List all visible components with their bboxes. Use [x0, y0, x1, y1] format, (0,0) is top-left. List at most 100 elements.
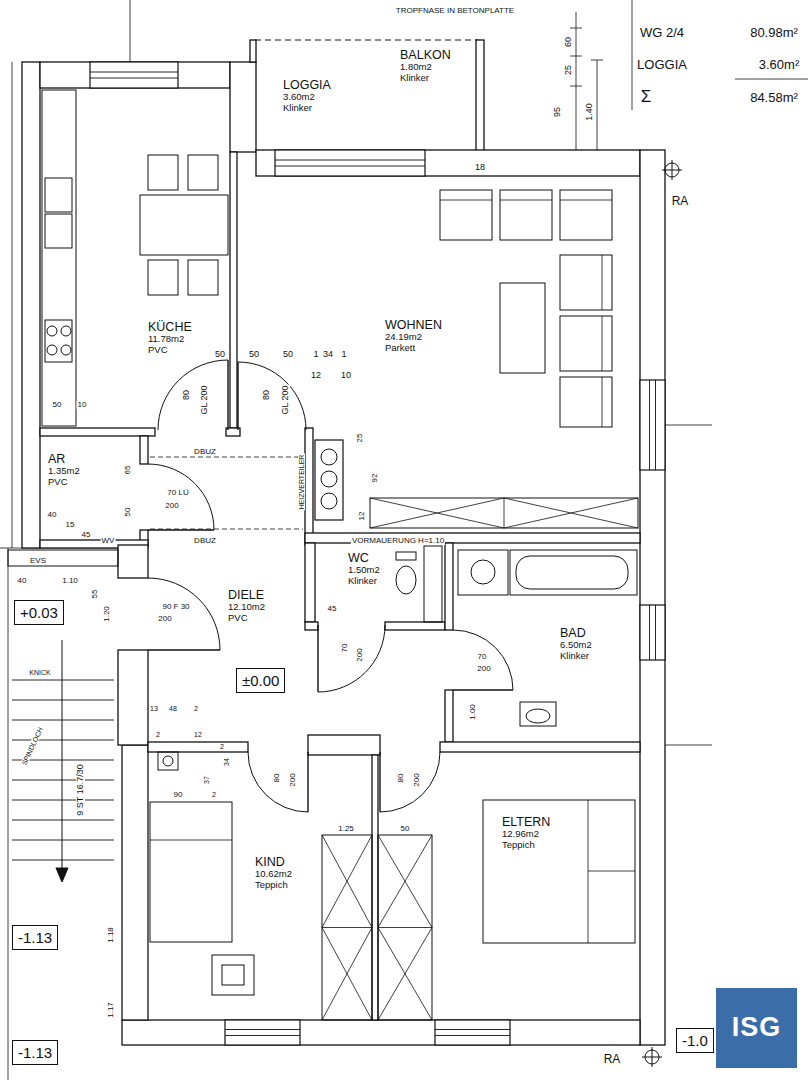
dining-furniture [188, 260, 218, 295]
plan-annotation: 50 [400, 817, 411, 835]
room-label-block: KÜCHE11.78m2PVC [148, 320, 192, 356]
meter-dial [163, 756, 173, 766]
dimension-label: 60 [564, 36, 573, 48]
dbuz-line [150, 457, 303, 458]
stair-step-set [12, 680, 114, 860]
kitchen-counter [45, 178, 72, 212]
sofa-back [602, 255, 603, 310]
plan-annotation: 1 [340, 343, 347, 361]
sofa-back [560, 200, 612, 201]
dimension-label: 200 [164, 502, 179, 510]
door-leaf [307, 752, 308, 812]
plan-annotation: 80 [389, 773, 407, 784]
dimension-label: 37 [203, 775, 210, 785]
bed-furniture [212, 955, 254, 995]
logo-text: ISG [732, 1012, 782, 1043]
stove-plate [61, 326, 71, 336]
plan-annotation: 1.10 [61, 569, 79, 587]
plan-annotation: 50 [116, 507, 134, 518]
heating-distributor-set [315, 440, 343, 520]
level-marker: -1.13 [12, 1040, 58, 1065]
room-name: DIELE [228, 588, 265, 602]
balcony-edge [255, 40, 478, 41]
window-glass [90, 72, 178, 73]
plan-annotation: 1.25 [337, 817, 355, 835]
reference-line [570, 86, 582, 87]
reference-line [597, 60, 598, 150]
plan-annotation: GL 200 [274, 384, 292, 415]
floor-material: Teppich [255, 880, 292, 891]
room-name: KÜCHE [148, 320, 192, 334]
wardrobe-cross [378, 928, 432, 1021]
room-area-size: 3.60m2 [283, 92, 331, 103]
wardrobe-cross [322, 927, 372, 928]
plan-annotation: 200 [164, 494, 179, 512]
bed-pillow [588, 871, 635, 872]
dimension-label: 50 [214, 350, 226, 359]
area-table-text: LOGGIA [636, 58, 688, 71]
dimension-label: 25 [356, 433, 364, 444]
plan-annotation: 80 [255, 389, 273, 401]
window-glass [275, 160, 425, 161]
stove-plate [61, 345, 71, 355]
dimension-label: EVS [29, 557, 47, 565]
door-swing [248, 752, 308, 812]
level-value: -1.0 [682, 1032, 708, 1049]
window [640, 605, 665, 660]
cabinet-cross [370, 498, 504, 528]
room-label-block: BALKON1.80m2Klinker [400, 48, 451, 84]
stove-plate [47, 345, 57, 355]
wardrobe-cross [378, 927, 432, 928]
dimension-label: 50 [52, 401, 63, 409]
wardrobe-cross [322, 835, 372, 928]
plan-annotation: 50 [282, 343, 294, 361]
stair-step [12, 700, 114, 701]
plan-annotation: Σ [640, 88, 653, 106]
window [275, 150, 425, 176]
plan-annotation: 2 [211, 783, 217, 801]
room-label-block: LOGGIA3.60m2Klinker [283, 78, 331, 114]
reference-line [130, 0, 131, 62]
floor-material: Klinker [348, 576, 380, 587]
dining-furniture [148, 260, 178, 295]
room-area-size: 12.10m2 [228, 602, 265, 613]
plan-annotation: 25 [348, 433, 366, 444]
room-area-size: 24.19m2 [385, 332, 442, 343]
plan-annotation: 50 [52, 393, 63, 411]
dimension-label: 200 [356, 647, 364, 662]
door-leaf [148, 529, 214, 530]
dimension-label: 2 [211, 791, 217, 798]
dimension-label: 200 [289, 772, 297, 787]
dbuz-line-set [150, 457, 303, 529]
plan-annotation: 37 [195, 775, 213, 785]
dimension-label: DBUZ [193, 448, 217, 456]
level-value: ±0.00 [242, 672, 279, 689]
stove-plate [47, 326, 57, 336]
room-area: KÜCHE11.78m2PVC [40, 90, 228, 428]
level-marker: +0.03 [14, 600, 64, 625]
dimension-label: 70 [477, 653, 488, 661]
meter-box-set [158, 752, 178, 770]
sofa-back-set [440, 200, 612, 427]
stair-step [12, 680, 114, 681]
room-label-block: ELTERN12.96m2Teppich [502, 815, 550, 851]
window-set [90, 62, 665, 1045]
plan-annotation: 15 [65, 513, 76, 531]
dimension-label: 50 [400, 825, 411, 833]
sofa-furniture [560, 316, 612, 371]
room-name: KIND [255, 855, 292, 869]
sofa-furniture [500, 283, 545, 373]
wall [640, 150, 665, 1045]
window [435, 1020, 510, 1045]
bath-fixture [516, 556, 628, 589]
dimension-label: 34 [223, 757, 230, 767]
bath-fixture [510, 550, 637, 595]
dimension-label: 25 [564, 64, 573, 76]
plan-annotation: 200 [476, 657, 491, 675]
dimension-label: 90 F 30 [161, 603, 190, 611]
area-table-text: WG 2/4 [639, 26, 685, 39]
dimension-label: 1.20 [103, 605, 111, 623]
door-swing [318, 625, 385, 692]
plan-annotation: WG 2/4 [639, 23, 685, 41]
